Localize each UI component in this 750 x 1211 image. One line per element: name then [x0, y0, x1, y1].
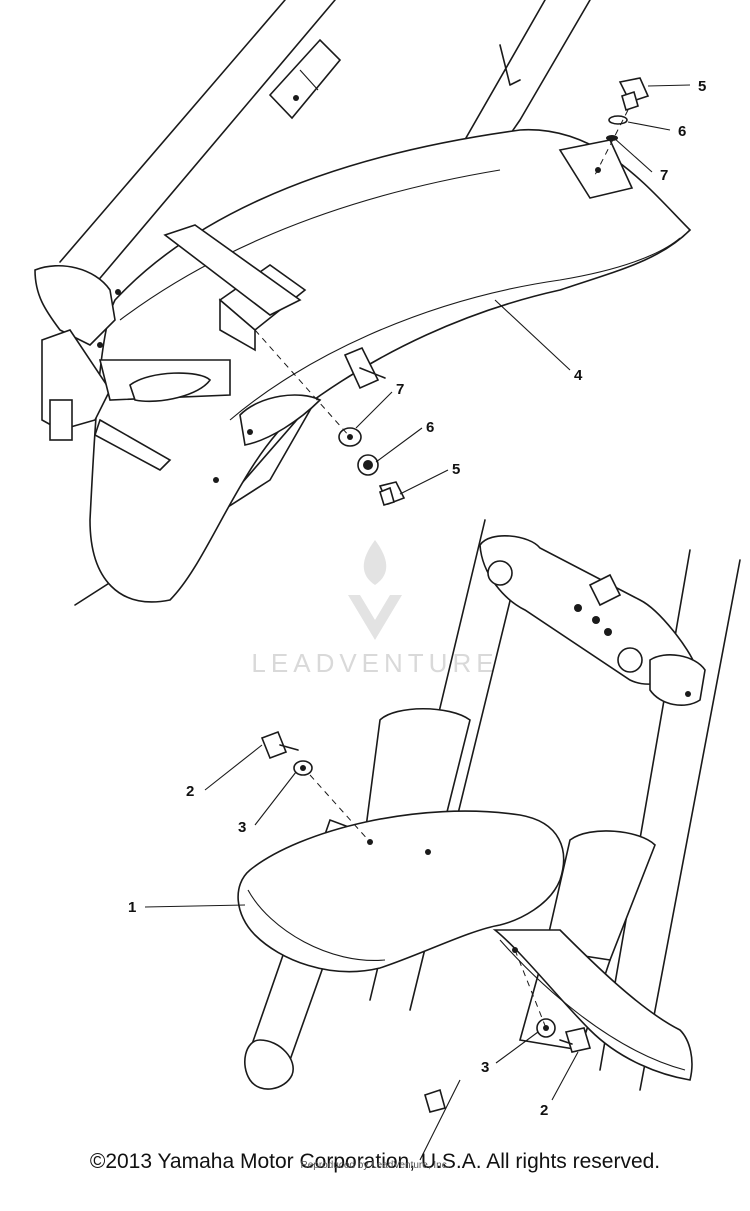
- watermark: LEADVENTURE: [251, 540, 498, 678]
- left-chassis-detail: [34, 264, 231, 471]
- callout-4: 4: [574, 367, 583, 384]
- reproduced-note: Reproduced by LeadVenture, Inc.: [300, 1160, 450, 1171]
- callout-3-right: 3: [481, 1059, 489, 1076]
- lower-hardware-left: [260, 730, 371, 843]
- callout-3-left: 3: [238, 819, 246, 836]
- lower-hardware-right: [514, 949, 592, 1053]
- callout-6-top: 6: [678, 123, 686, 140]
- front-fender: [237, 810, 693, 1081]
- copyright-notice: ©2013 Yamaha Motor Corporation, U.S.A. A…: [89, 1150, 661, 1173]
- callout-2-left: 2: [186, 783, 194, 800]
- callout-2-right: 2: [540, 1102, 548, 1119]
- upper-hardware-middle: [254, 329, 406, 506]
- callout-6-middle: 6: [426, 419, 434, 436]
- callout-7-top: 7: [660, 167, 668, 184]
- callout-5-middle: 5: [452, 461, 460, 478]
- upper-hardware-top: [594, 77, 650, 176]
- callout-1: 1: [128, 899, 136, 916]
- callout-7-middle: 7: [396, 381, 404, 398]
- leader-lines: [144, 84, 691, 1101]
- watermark-text: LEADVENTURE: [251, 648, 498, 678]
- rear-fender: [89, 129, 692, 603]
- callout-labels: 5 6 7 4 7 6 5 2 3 1 3 2: [128, 78, 706, 1119]
- callout-5-top: 5: [698, 78, 706, 95]
